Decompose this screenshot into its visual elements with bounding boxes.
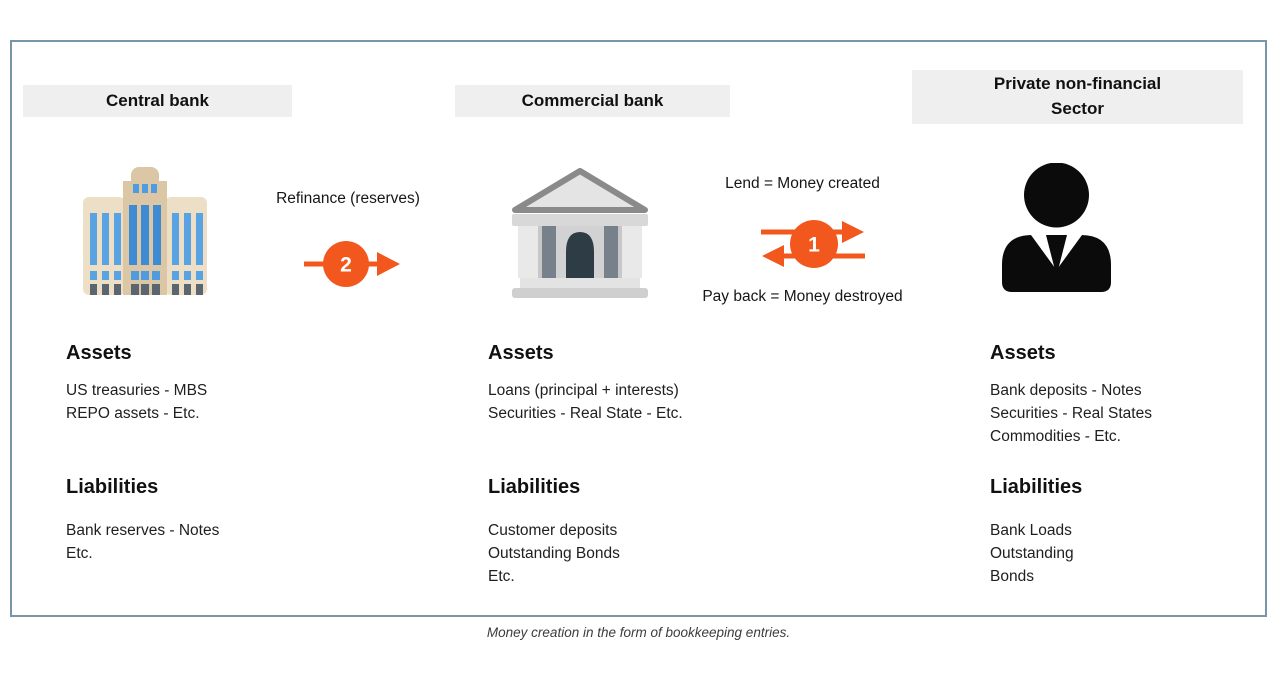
column-title: Commercial bank — [521, 90, 664, 110]
diagram-frame — [10, 40, 1267, 617]
liabilities-list: Customer deposits Outstanding Bonds Etc. — [488, 519, 620, 588]
liability-item: Bank Loads — [990, 522, 1072, 539]
payback-label: Pay back = Money destroyed — [702, 288, 903, 305]
asset-item: US treasuries - MBS — [66, 382, 208, 399]
column-title: Private non-financial Sector — [993, 74, 1162, 118]
refinance-label: Refinance (reserves) — [276, 190, 420, 207]
asset-item: Securities - Real State - Etc. — [488, 405, 683, 422]
liabilities-heading: Liabilities — [488, 476, 581, 498]
liability-item: Bonds — [990, 568, 1034, 585]
column-header-commercial-bank: Commercial bank — [455, 85, 730, 117]
figure-caption: Money creation in the form of bookkeepin… — [486, 625, 791, 640]
liability-item: Customer deposits — [488, 522, 618, 539]
liability-item: Outstanding — [990, 545, 1074, 562]
assets-list: Loans (principal + interests) Securities… — [488, 379, 683, 425]
liabilities-list: Bank Loads Outstanding Bonds — [990, 519, 1074, 588]
asset-item: Bank deposits - Notes — [990, 382, 1142, 399]
assets-list: Bank deposits - Notes Securities - Real … — [990, 379, 1152, 448]
lend-label: Lend = Money created — [725, 175, 880, 192]
classical-bank-icon — [512, 168, 648, 298]
assets-heading: Assets — [66, 342, 132, 364]
asset-item: Securities - Real States — [990, 405, 1152, 422]
assets-list: US treasuries - MBS REPO assets - Etc. — [66, 379, 207, 425]
flow-number-2: 2 — [340, 254, 352, 277]
asset-item: Commodities - Etc. — [990, 428, 1121, 445]
liability-item: Outstanding Bonds — [488, 545, 620, 562]
liabilities-heading: Liabilities — [990, 476, 1083, 498]
column-header-central-bank: Central bank — [23, 85, 292, 117]
liabilities-heading: Liabilities — [66, 476, 159, 498]
assets-heading: Assets — [488, 342, 554, 364]
liabilities-list: Bank reserves - Notes Etc. — [66, 519, 219, 565]
column-header-private-sector: Private non-financial Sector — [912, 70, 1243, 124]
businessperson-icon — [1002, 163, 1111, 292]
central-bank-building-icon — [83, 167, 207, 295]
lend-payback-arrows-icon: 1 — [761, 220, 865, 268]
assets-heading: Assets — [990, 342, 1056, 364]
flow-number-1: 1 — [808, 234, 820, 257]
refinance-arrow-icon: 2 — [304, 241, 400, 287]
liability-item: Etc. — [488, 568, 515, 585]
column-title: Central bank — [106, 90, 209, 110]
liability-item: Etc. — [66, 545, 93, 562]
asset-item: REPO assets - Etc. — [66, 405, 200, 422]
asset-item: Loans (principal + interests) — [488, 382, 679, 399]
liability-item: Bank reserves - Notes — [66, 522, 220, 539]
